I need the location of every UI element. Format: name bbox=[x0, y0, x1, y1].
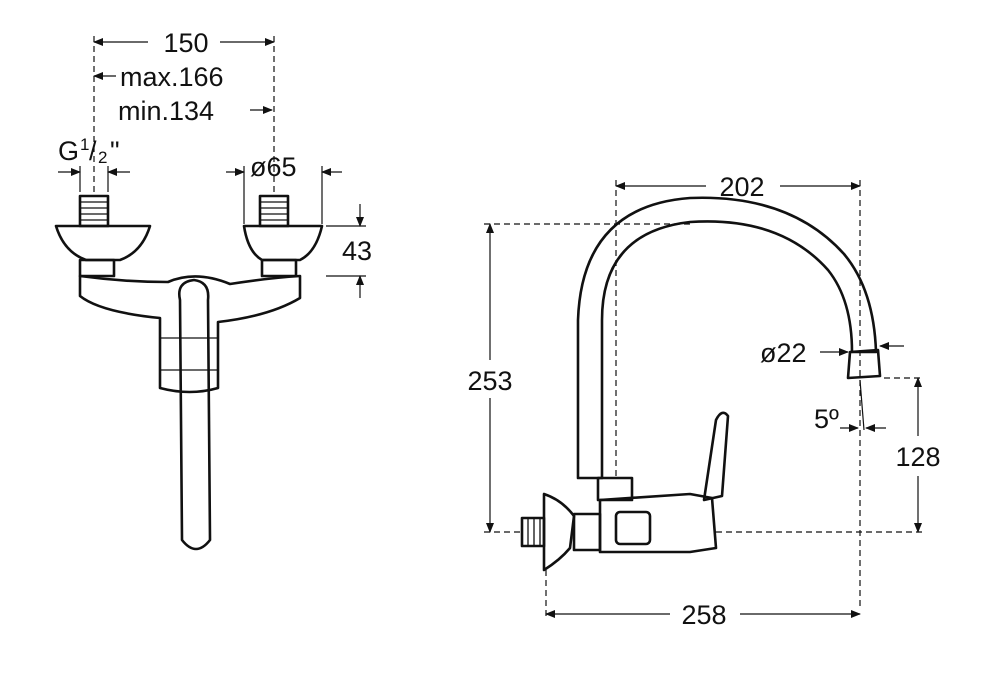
side-view: 202 253 ø22 5º 128 258 bbox=[467, 172, 940, 630]
front-view: 150 max.166 min.134 G 1 / 2 " ø65 43 bbox=[54, 28, 372, 551]
dim-flange-diameter: ø65 bbox=[250, 152, 297, 182]
mixer-body bbox=[78, 274, 302, 394]
left-flange bbox=[54, 224, 152, 262]
thread-numerator: 1 bbox=[80, 135, 89, 154]
dim-outlet-diameter: ø22 bbox=[760, 338, 807, 368]
dim-outlet-height: 128 bbox=[895, 442, 940, 472]
thread-slash: / bbox=[89, 136, 97, 166]
right-inlet-thread bbox=[258, 194, 290, 228]
dim-total-depth: 258 bbox=[681, 600, 726, 630]
thread-g: G bbox=[58, 136, 79, 166]
dim-total-height: 253 bbox=[467, 366, 512, 396]
dim-outlet-angle: 5º bbox=[814, 404, 839, 434]
dim-width-min: min.134 bbox=[118, 96, 214, 126]
svg-text:G: G bbox=[58, 136, 79, 166]
thread-quote: " bbox=[110, 136, 120, 166]
side-nut bbox=[572, 512, 602, 552]
dim-width-nominal: 150 bbox=[163, 28, 208, 58]
thread-label: G 1 / 2 " bbox=[58, 135, 120, 167]
wall-flange bbox=[542, 492, 576, 572]
left-nut bbox=[78, 258, 116, 278]
dim-width-max: max.166 bbox=[120, 62, 224, 92]
thread-denominator: 2 bbox=[98, 148, 107, 167]
spout bbox=[576, 196, 878, 480]
lever bbox=[178, 278, 212, 551]
side-lever bbox=[702, 411, 730, 502]
left-inlet-thread bbox=[78, 194, 110, 228]
side-body bbox=[598, 492, 718, 554]
right-flange bbox=[242, 224, 324, 262]
wall-thread bbox=[520, 516, 546, 548]
spout-tip bbox=[846, 348, 882, 380]
dim-height: 43 bbox=[342, 236, 372, 266]
right-nut bbox=[260, 258, 298, 278]
spout-collar bbox=[596, 476, 634, 502]
dim-spout-reach: 202 bbox=[719, 172, 764, 202]
